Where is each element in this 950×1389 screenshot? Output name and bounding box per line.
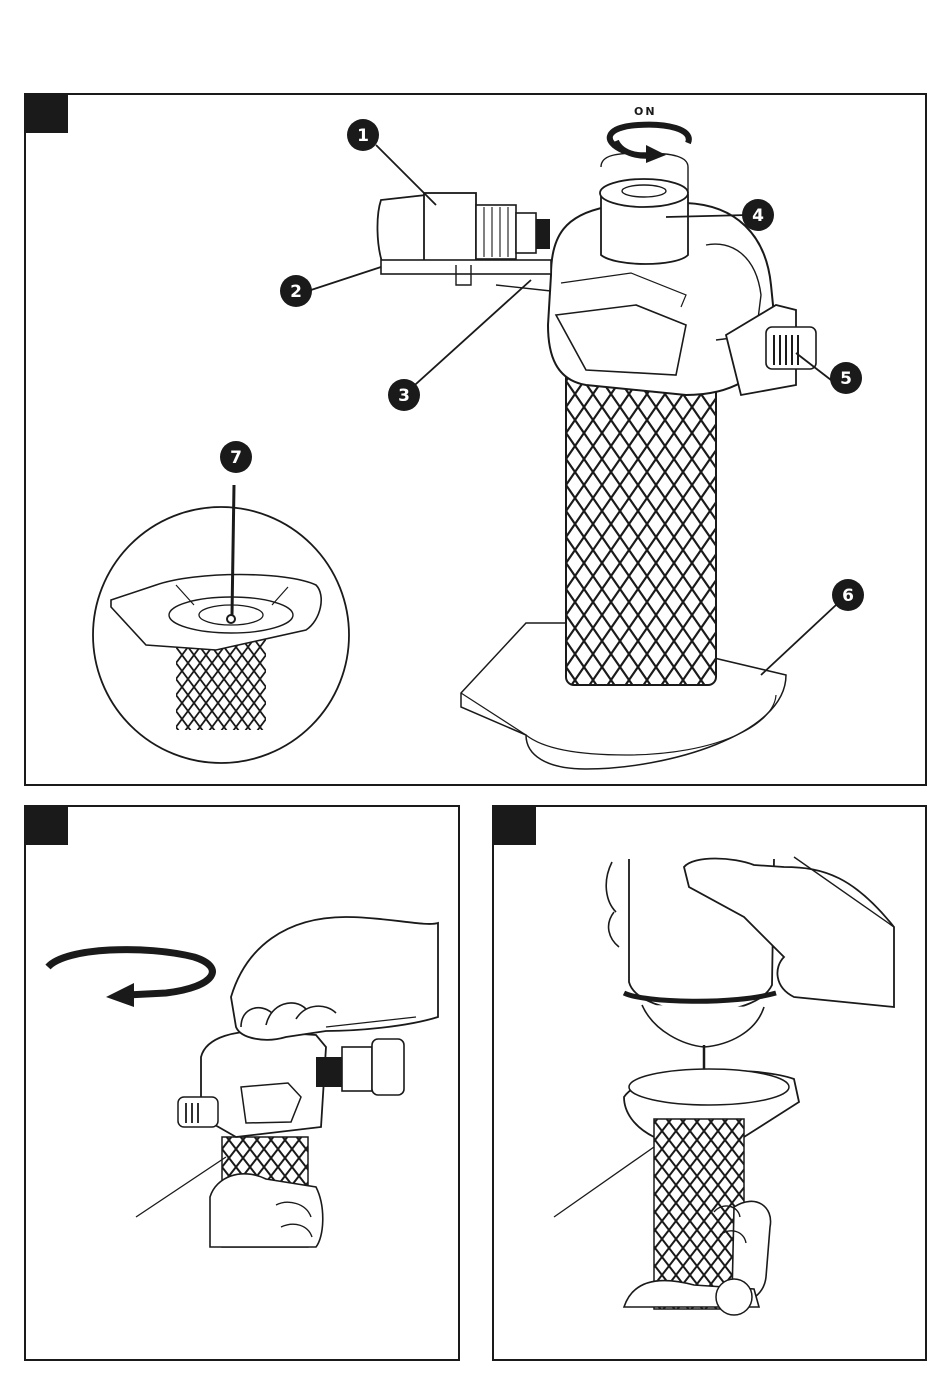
panel-turn-off-step: [24, 805, 460, 1361]
svg-text:5: 5: [840, 369, 852, 389]
svg-text:3: 3: [398, 386, 410, 406]
callout-6: 6: [832, 579, 864, 611]
callout-1: 1: [347, 119, 379, 151]
callout-2: 2: [280, 275, 312, 307]
hand-turning-knob-illustration: [26, 807, 462, 1363]
svg-text:6: 6: [842, 586, 854, 606]
callout-7: 7: [220, 441, 252, 473]
rotate-counterclockwise-arrow-icon: [48, 950, 212, 1007]
torch-parts-illustration: ON: [26, 95, 929, 788]
svg-text:1: 1: [357, 126, 369, 146]
callout-4: 4: [742, 199, 774, 231]
nozzle-assembly: [377, 193, 551, 291]
callout-5: 5: [830, 362, 862, 394]
on-label: ON: [634, 105, 657, 118]
svg-text:7: 7: [230, 448, 242, 468]
svg-text:4: 4: [752, 206, 764, 226]
gas-flow-knob: [600, 153, 688, 264]
panel-refill-step: [492, 805, 927, 1361]
refill-gas-illustration: [494, 807, 929, 1363]
svg-text:2: 2: [290, 282, 302, 302]
refill-valve-inset: [93, 485, 349, 763]
panel-parts-overview: ON: [24, 93, 927, 786]
callout-3: 3: [388, 379, 420, 411]
torch-tank-mesh: [566, 365, 716, 685]
